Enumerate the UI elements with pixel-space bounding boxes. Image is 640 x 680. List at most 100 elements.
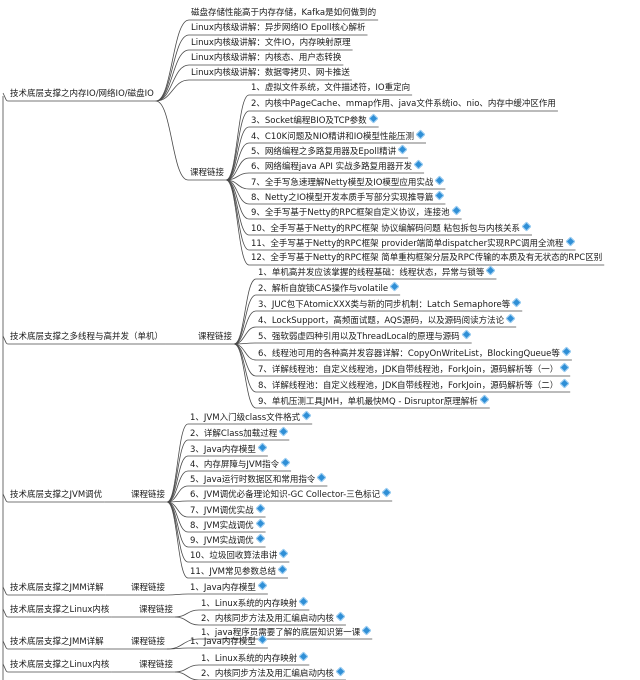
link-icon[interactable] bbox=[255, 503, 266, 514]
link-icon[interactable] bbox=[561, 346, 572, 357]
group-title-jmm[interactable]: 技术底层支撑之JMM详解 bbox=[10, 583, 104, 593]
course-item[interactable]: 6、JVM调优必备理论知识-GC Collector-三色标记 bbox=[190, 487, 392, 501]
course-link-label[interactable]: 课程链接 bbox=[198, 332, 233, 342]
course-item[interactable]: 4、LockSupport，高频面试题，AQS源码，以及源码阅读方法论 bbox=[258, 313, 516, 327]
course-item[interactable]: 9、单机压测工具JMH，单机最快MQ - Disruptor原理解析 bbox=[258, 394, 490, 408]
course-item[interactable]: 7、详解线程池：自定义线程池，JDK自带线程池，ForkJoin，源码解析等（一… bbox=[258, 362, 570, 376]
link-icon[interactable] bbox=[257, 580, 268, 591]
course-item[interactable]: 2、解析自旋锁CAS操作与volatile bbox=[258, 281, 400, 295]
branch-link bbox=[233, 278, 257, 345]
course-item[interactable]: 3、Socket编程BIO及TCP参数 bbox=[251, 113, 379, 127]
course-item[interactable]: 4、内存屏障与JVM指令 bbox=[190, 457, 291, 471]
group-title-io[interactable]: 技术底层支撑之内存IO/网络IO/磁盘IO bbox=[10, 89, 154, 99]
link-icon[interactable] bbox=[361, 625, 372, 636]
course-item[interactable]: 4、C10K问题及NIO精讲和IO模型性能压测 bbox=[251, 129, 426, 143]
course-item[interactable]: 9、全手写基于Netty的RPC框架自定义协议，连接池 bbox=[251, 205, 462, 219]
root-branch bbox=[2, 640, 9, 650]
link-icon[interactable] bbox=[389, 281, 400, 292]
course-link-label[interactable]: 课程链接 bbox=[139, 660, 174, 670]
course-item[interactable]: 1、Linux系统的内存映射 bbox=[201, 651, 309, 665]
course-item[interactable]: 3、JUC包下AtomicXXX类与新的同步机制：Latch Semaphore… bbox=[258, 297, 522, 311]
course-item[interactable]: 6、网络编程java API 实战多路复用器开发 bbox=[251, 159, 424, 173]
link-icon[interactable] bbox=[559, 378, 570, 389]
link-icon[interactable] bbox=[298, 651, 309, 662]
lead-item[interactable]: Linux内核级讲解：数据零拷贝、网卡推送 bbox=[191, 68, 350, 78]
course-item[interactable]: 8、详解线程池：自定义线程池，JDK自带线程池，ForkJoin，源码解析等（二… bbox=[258, 378, 570, 392]
link-icon[interactable] bbox=[415, 129, 426, 140]
link-icon[interactable] bbox=[335, 666, 346, 677]
lead-item[interactable]: Linux内核级讲解：文件IO，内存映射原理 bbox=[191, 38, 351, 48]
course-link-label[interactable]: 课程链接 bbox=[139, 605, 174, 615]
course-item[interactable]: 1、单机高并发应该掌握的线程基础：线程状态，异常与锁等 bbox=[258, 265, 496, 279]
link-icon[interactable] bbox=[381, 487, 392, 498]
link-icon[interactable] bbox=[451, 205, 462, 216]
lead-item[interactable]: 磁盘存储性能高于内存存储，Kafka是如何做到的 bbox=[191, 8, 377, 18]
course-item[interactable]: 10、全手写基于Netty的RPC框架 协议编解码问题 粘包拆包与内核关系 bbox=[251, 221, 532, 235]
course-item[interactable]: 11、全手写基于Netty的RPC框架 provider端简单dispatche… bbox=[251, 236, 576, 250]
course-item[interactable]: 10、垃圾回收算法串讲 bbox=[190, 548, 289, 562]
course-item[interactable]: 1、Java内存模型 bbox=[190, 634, 268, 648]
group-title-linux[interactable]: 技术底层支撑之Linux内核 bbox=[10, 605, 110, 615]
link-icon[interactable] bbox=[301, 410, 312, 421]
link-icon[interactable] bbox=[521, 221, 532, 232]
course-item[interactable]: 2、详解Class加载过程 bbox=[190, 426, 289, 440]
course-item[interactable]: 5、Java运行时数据区和常用指令 bbox=[190, 472, 327, 486]
course-item[interactable]: 1、虚拟文件系统，文件描述符，IO重定向 bbox=[251, 83, 411, 93]
link-icon[interactable] bbox=[413, 159, 424, 170]
course-item[interactable]: 5、强软弱虚四种引用以及ThreadLocal的原理与源码 bbox=[258, 329, 472, 343]
link-icon[interactable] bbox=[316, 472, 327, 483]
link-icon[interactable] bbox=[511, 297, 522, 308]
group-title-linux[interactable]: 技术底层支撑之Linux内核 bbox=[10, 660, 110, 670]
course-item[interactable]: 11、JVM常见参数总结 bbox=[190, 564, 288, 578]
link-icon[interactable] bbox=[298, 596, 309, 607]
link-icon[interactable] bbox=[277, 564, 288, 575]
course-item[interactable]: 2、内核中PageCache、mmap作用、java文件系统io、nio、内存中… bbox=[251, 99, 556, 109]
course-link-label[interactable]: 课程链接 bbox=[131, 583, 166, 593]
link-icon[interactable] bbox=[280, 457, 291, 468]
course-item[interactable]: 12、全手写基于Netty的RPC框架 简单重构框架分层及RPC传输的本质及有无… bbox=[251, 253, 603, 263]
link-icon[interactable] bbox=[368, 113, 379, 124]
course-item[interactable]: 1、Java内存模型 bbox=[190, 580, 268, 594]
lead-item[interactable]: Linux内核级讲解：异步网络IO Epoll核心解析 bbox=[191, 23, 366, 33]
course-item[interactable]: 8、Netty之IO模型开发本质手写部分实现推导篇 bbox=[251, 190, 445, 204]
course-item[interactable]: 8、JVM实战调优 bbox=[190, 518, 266, 532]
link-icon[interactable] bbox=[257, 442, 268, 453]
link-icon[interactable] bbox=[255, 533, 266, 544]
link-icon[interactable] bbox=[505, 313, 516, 324]
link-icon[interactable] bbox=[255, 518, 266, 529]
branch-link bbox=[233, 310, 257, 345]
link-icon[interactable] bbox=[565, 236, 576, 247]
course-item[interactable]: 7、全手写急速理解Netty模型及IO模型应用实战 bbox=[251, 175, 445, 189]
branch-link bbox=[166, 501, 189, 579]
branch-link bbox=[225, 94, 250, 181]
link-icon[interactable] bbox=[257, 634, 268, 645]
link-icon[interactable] bbox=[278, 548, 289, 559]
link-icon[interactable] bbox=[335, 611, 346, 622]
course-item[interactable]: 3、Java内存模型 bbox=[190, 442, 268, 456]
course-link-label[interactable]: 课程链接 bbox=[190, 168, 225, 178]
lead-item[interactable]: 1、java程序员需要了解的底层知识第一课 bbox=[201, 625, 372, 639]
group-title-jvm[interactable]: 技术底层支撑之JVM调优 bbox=[10, 490, 103, 500]
link-icon[interactable] bbox=[434, 190, 445, 201]
course-item[interactable]: 6、线程池可用的各种高并发容器详解：CopyOnWriteList，Blocki… bbox=[258, 346, 572, 360]
course-link-label[interactable]: 课程链接 bbox=[131, 637, 166, 647]
course-item[interactable]: 2、内核同步方法及用汇编启动内核 bbox=[201, 666, 346, 680]
group-title-jmm[interactable]: 技术底层支撑之JMM详解 bbox=[10, 637, 104, 647]
link-icon[interactable] bbox=[434, 175, 445, 186]
link-icon[interactable] bbox=[461, 329, 472, 340]
link-icon[interactable] bbox=[479, 394, 490, 405]
branch-link bbox=[233, 326, 257, 345]
link-icon[interactable] bbox=[397, 144, 408, 155]
course-item[interactable]: 1、Linux系统的内存映射 bbox=[201, 596, 309, 610]
course-item[interactable]: 5、网络编程之多路复用器及Epoll精讲 bbox=[251, 144, 408, 158]
course-item[interactable]: 2、内核同步方法及用汇编启动内核 bbox=[201, 611, 346, 625]
course-item[interactable]: 7、JVM调优实战 bbox=[190, 503, 266, 517]
group-title-concurrency[interactable]: 技术底层支撑之多线程与高并发（单机） bbox=[10, 332, 164, 342]
link-icon[interactable] bbox=[278, 426, 289, 437]
lead-item[interactable]: Linux内核级讲解：内核态、用户态转换 bbox=[191, 53, 342, 63]
course-item[interactable]: 1、JVM入门级class文件格式 bbox=[190, 410, 312, 424]
course-link-label[interactable]: 课程链接 bbox=[131, 490, 166, 500]
link-icon[interactable] bbox=[485, 265, 496, 276]
course-item[interactable]: 9、JVM实战调优 bbox=[190, 533, 266, 547]
link-icon[interactable] bbox=[559, 362, 570, 373]
